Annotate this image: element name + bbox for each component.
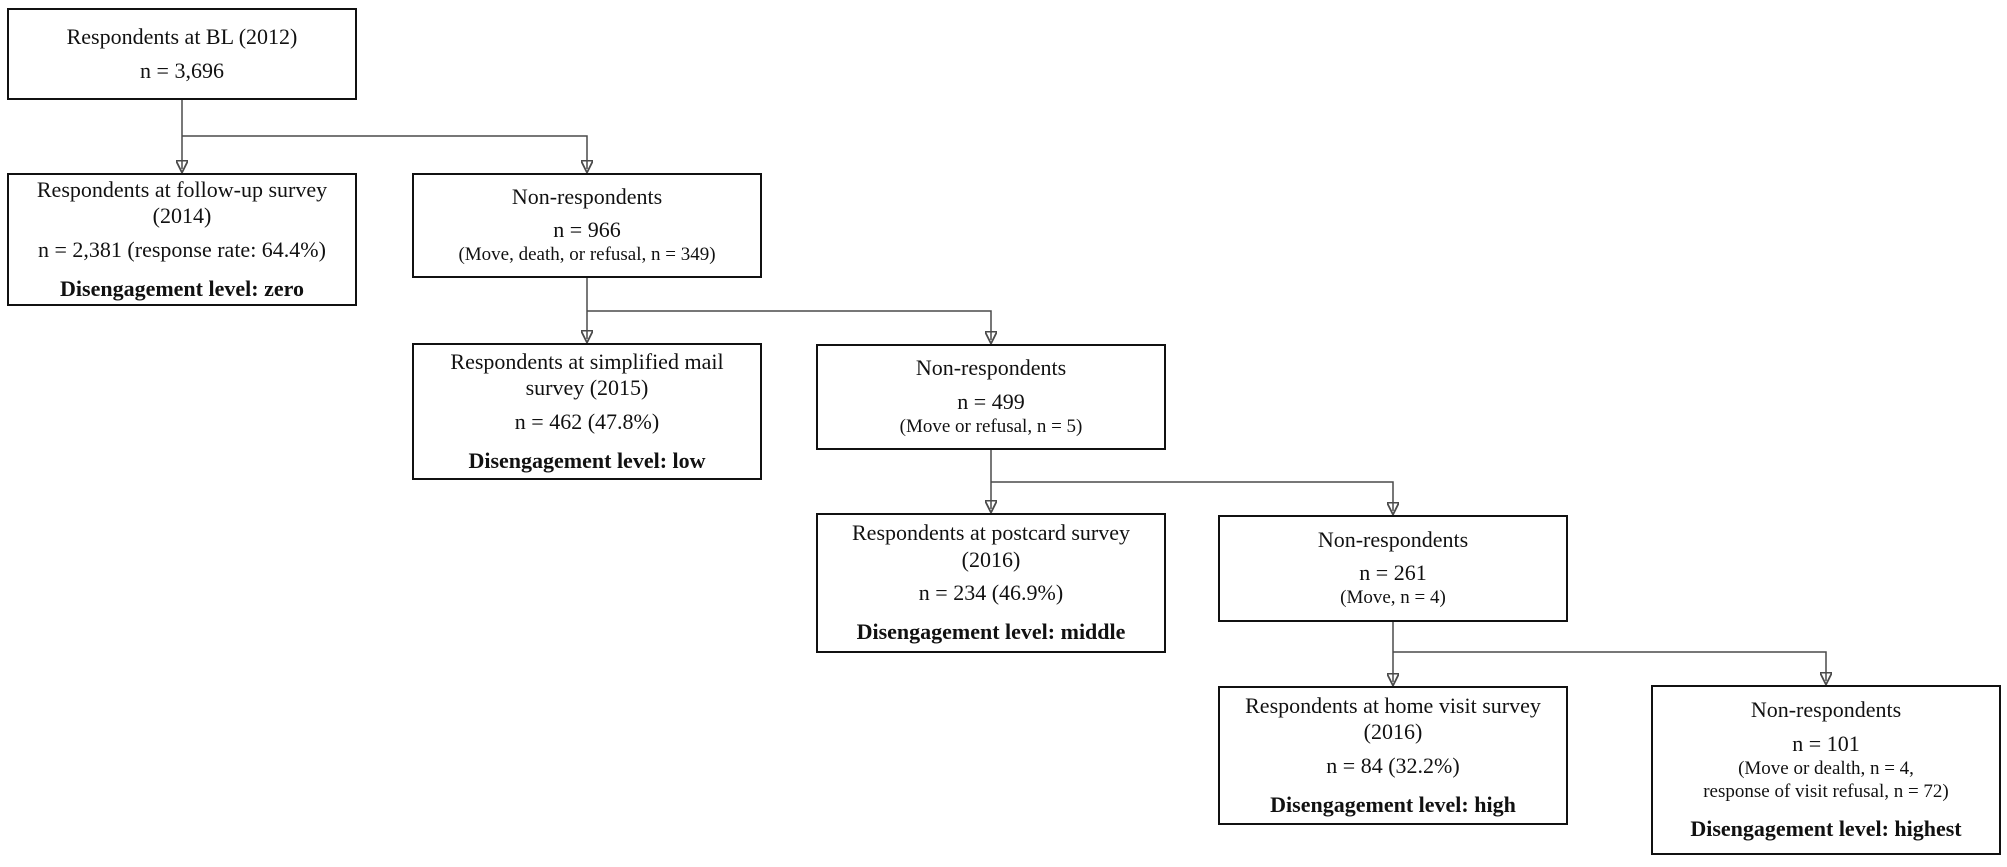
box-title: Non-respondents (1750, 697, 1902, 723)
box-nonrespondents-2014: Non-respondents n = 966 (Move, death, or… (412, 173, 762, 278)
box-followup-2014: Respondents at follow-up survey (2014) n… (7, 173, 357, 306)
box-title: Respondents at postcard survey (2016) (852, 520, 1130, 572)
box-n-value: n = 462 (47.8%) (514, 408, 660, 434)
box-n-value: n = 84 (32.2%) (1326, 752, 1460, 778)
box-n-value: n = 234 (46.9%) (918, 580, 1064, 605)
box-n-value: n = 261 (1359, 560, 1427, 586)
box-detail: (Move or dealth, n = 4, response of visi… (1703, 757, 1949, 802)
box-title: Non-respondents (1317, 526, 1469, 552)
box-postcard-2016: Respondents at postcard survey (2016) n … (816, 513, 1166, 653)
box-detail: (Move, n = 4) (1340, 587, 1446, 609)
box-detail: (Move or refusal, n = 5) (899, 415, 1083, 437)
connector-baseline-to-nonrespondents (182, 135, 587, 169)
box-n-value: n = 101 (1792, 730, 1860, 756)
box-title: Respondents at simplified mail survey (2… (450, 348, 724, 401)
box-nonrespondents-2015: Non-respondents n = 499 (Move or refusal… (816, 344, 1166, 450)
box-disengagement-level: Disengagement level: high (1270, 791, 1516, 817)
box-nonrespondents-homevisit: Non-respondents n = 101 (Move or dealth,… (1651, 685, 2001, 855)
box-homevisit-2016: Respondents at home visit survey (2016) … (1218, 686, 1568, 825)
box-detail: (Move, death, or refusal, n = 349) (458, 244, 716, 266)
box-disengagement-level: Disengagement level: zero (60, 275, 304, 301)
box-disengagement-level: Disengagement level: middle (856, 619, 1126, 645)
box-n-value: n = 966 (553, 217, 621, 243)
box-n-value: n = 499 (957, 388, 1025, 414)
connector-nonresp2015-to-nonresp2016 (991, 481, 1393, 511)
box-title: Non-respondents (511, 183, 663, 209)
box-title: Respondents at BL (2012) (66, 24, 298, 50)
box-n-value: n = 2,381 (response rate: 64.4%) (38, 236, 326, 262)
box-nonrespondents-2016: Non-respondents n = 261 (Move, n = 4) (1218, 515, 1568, 622)
connector-nonresp2016-to-nonresp-homevisit (1393, 651, 1826, 681)
connector-nonresp2014-to-nonresp2015 (587, 310, 991, 340)
box-disengagement-level: Disengagement level: highest (1690, 816, 1962, 842)
box-title: Non-respondents (915, 355, 1067, 381)
box-title: Respondents at home visit survey (2016) (1245, 692, 1541, 745)
box-mail-2015: Respondents at simplified mail survey (2… (412, 343, 762, 480)
box-disengagement-level: Disengagement level: low (468, 447, 706, 473)
box-title: Respondents at follow-up survey (2014) (36, 176, 328, 229)
box-n-value: n = 3,696 (140, 57, 224, 83)
box-baseline-2012: Respondents at BL (2012) n = 3,696 (7, 8, 357, 100)
